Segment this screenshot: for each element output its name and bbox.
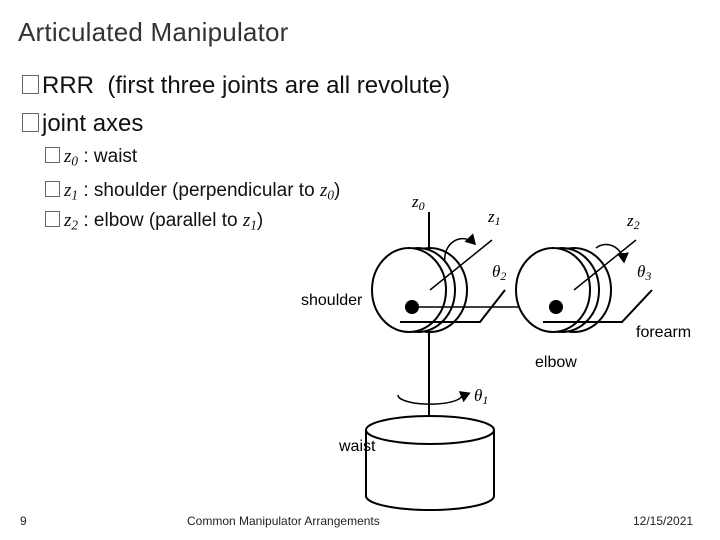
z2-axis-line [573,239,637,291]
ref-axis-subscript: 0 [327,187,334,203]
bullet-box-icon [45,147,60,163]
theta2-subscript: 2 [500,269,507,283]
waist-label: waist [339,438,376,455]
z1-subscript: 1 [494,214,501,228]
rrr-label: RRR [42,72,94,99]
forearm-label: forearm [636,324,692,341]
axis-description: : waist [83,146,138,167]
rrr-note: (first three joints are all revolute) [107,72,451,99]
slide-title: Articulated Manipulator [18,17,289,47]
theta1-label: θ1 [474,386,488,408]
z0-label: z0 [412,192,425,214]
page-number: 9 [20,514,27,528]
sub-bullet-z2: z2 : elbow (parallel to z1) [45,210,263,233]
theta1-symbol: θ [474,386,483,405]
z2-subscript: 2 [633,218,640,232]
bullet-rrr: RRR (first three joints are all revolute… [22,72,450,100]
bullet-box-icon [45,211,60,227]
theta1-rotation-arrow [397,391,471,405]
theta3-subscript: 3 [645,269,652,283]
theta3-symbol: θ [637,262,646,281]
axis-subscript: 2 [71,217,79,233]
footer-title: Common Manipulator Arrangements [187,514,380,528]
footer-date: 12/15/2021 [633,514,694,528]
z1-symbol: z [488,207,495,226]
shoulder-joint [371,247,468,333]
theta2-label: θ2 [492,262,506,284]
axis-symbol: z [64,210,72,231]
forearm-link [543,289,653,323]
elbow-joint [515,247,612,333]
axis-subscript: 0 [71,153,79,169]
sub-bullet-z1: z1 : shoulder (perpendicular to z0) [45,180,340,203]
z2-label: z2 [627,211,640,233]
theta3-rotation-arrow [595,243,629,264]
ref-axis-symbol: z [319,180,328,201]
axis-subscript: 1 [71,187,79,203]
z1-axis-line [429,239,493,291]
z1-label: z1 [488,207,501,229]
theta2-rotation-arrow [443,233,477,263]
ref-axis-subscript: 1 [250,217,257,233]
axis-symbol: z [64,146,72,167]
z0-symbol: z [412,192,419,211]
theta2-symbol: θ [492,262,501,281]
close-paren: ) [334,180,341,201]
theta1-subscript: 1 [482,393,489,407]
ref-axis-symbol: z [242,210,251,231]
waist-cylinder [365,415,495,511]
z0-subscript: 0 [418,199,425,213]
axis-description: : elbow (parallel to [83,210,243,231]
shoulder-label: shoulder [301,292,363,309]
elbow-label: elbow [535,354,577,371]
z2-symbol: z [627,211,634,230]
joint-axes-label: joint axes [42,110,144,137]
axis-symbol: z [64,180,72,201]
bullet-joint-axes: joint axes [22,110,143,138]
sub-bullet-z0: z0 : waist [45,146,137,169]
bullet-box-icon [45,181,60,197]
bullet-box-icon [22,75,39,94]
axis-description: : shoulder (perpendicular to [83,180,320,201]
bullet-box-icon [22,113,39,132]
theta3-label: θ3 [637,262,651,284]
close-paren: ) [256,210,264,231]
